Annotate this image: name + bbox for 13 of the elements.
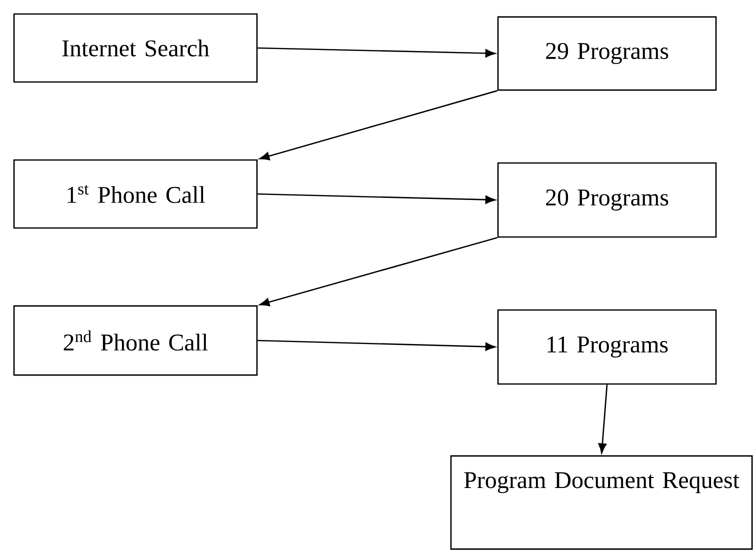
arrow [258, 193, 496, 204]
arrow [598, 384, 608, 454]
arrow [258, 340, 496, 351]
process-box: 29 Programs [497, 16, 717, 91]
process-box: 11 Programs [497, 309, 717, 385]
arrow [260, 90, 498, 160]
process-box: 1$^{st}$ Phone Call [13, 159, 258, 229]
process-box: Internet Search [13, 13, 258, 83]
process-box: 2$^{nd}$ Phone Call [13, 305, 258, 376]
process-box: Program Document Request [450, 455, 753, 550]
arrow [260, 237, 498, 306]
process-box: 20 Programs [497, 162, 717, 238]
arrow [258, 47, 496, 58]
